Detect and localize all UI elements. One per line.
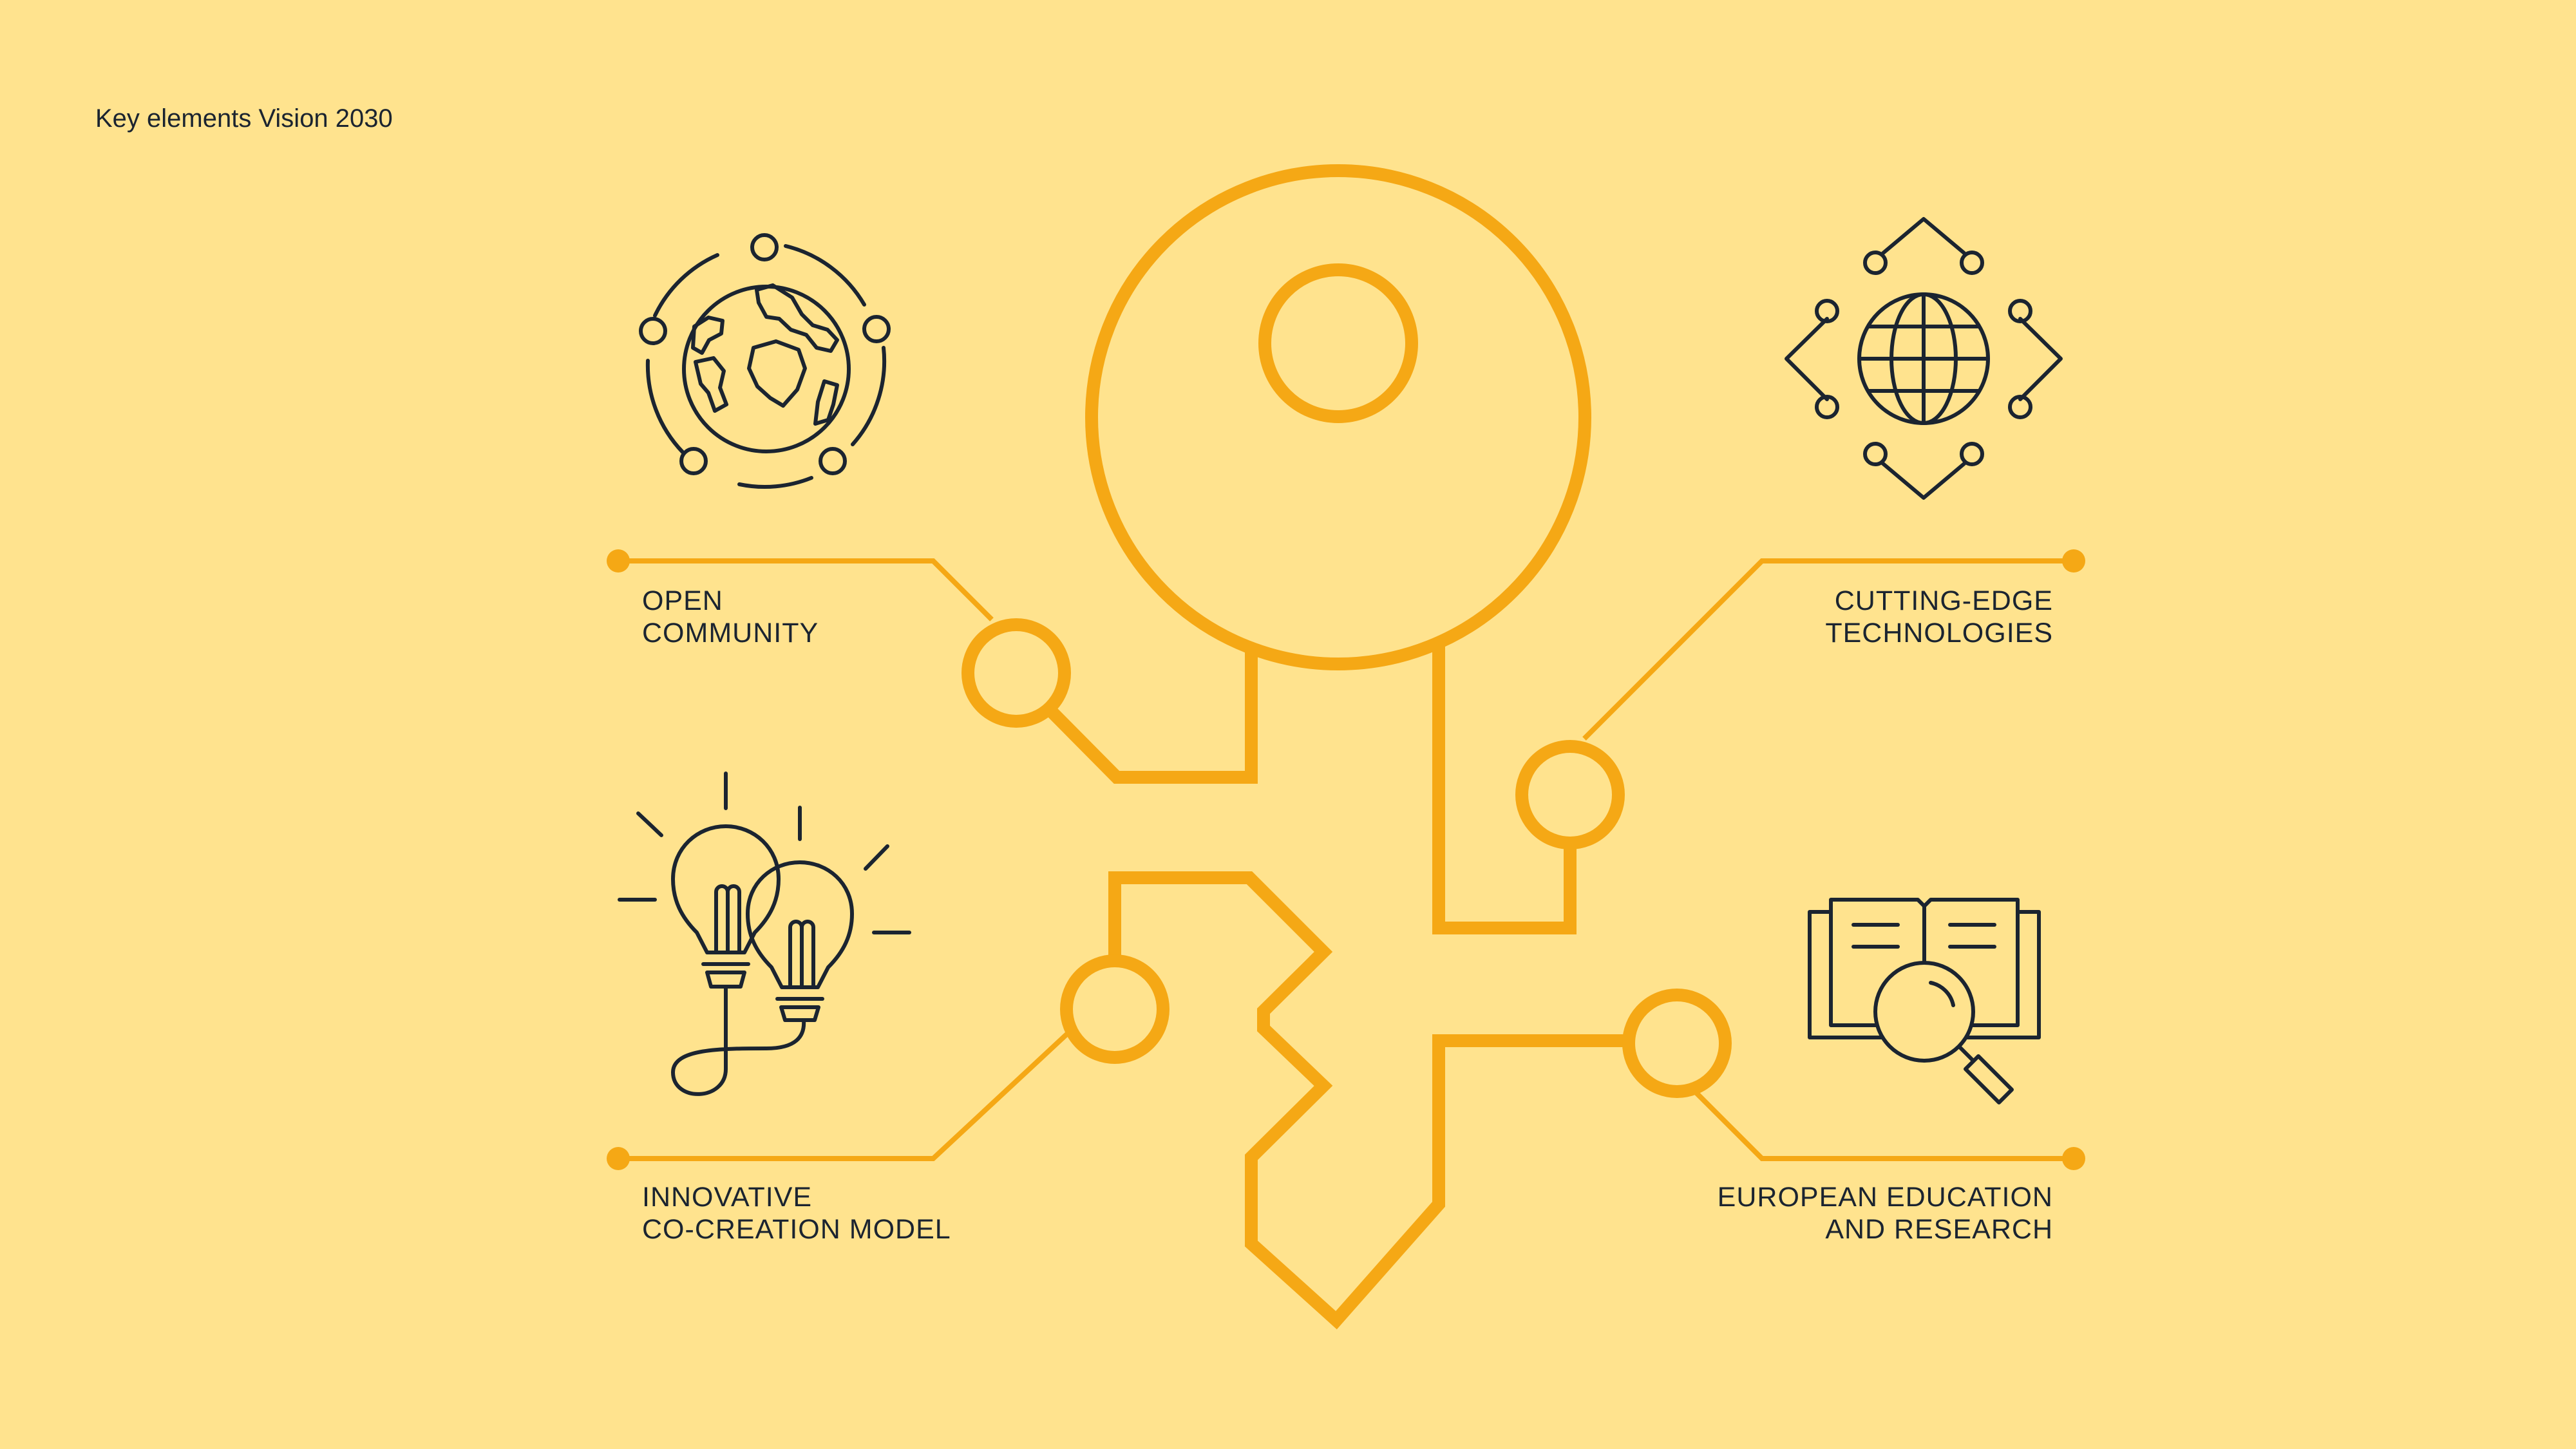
leader-open-community [618,558,994,621]
label-innovative-co-creation-model: INNOVATIVE CO-CREATION MODEL [642,1181,951,1245]
filament [800,920,815,989]
network-link-top [1881,217,1966,255]
bulb-right [746,860,854,989]
continent [691,316,724,355]
magnifier-neck [1957,1045,1975,1062]
orbit-arc [851,346,887,446]
bulb-left-cap [705,971,746,989]
magnifier-glint [1929,981,1955,1007]
label-open-community: OPEN COMMUNITY [642,585,819,649]
key-bow-hole [1258,263,1418,423]
node-open-community [961,618,1071,728]
node-education [1622,989,1732,1098]
key-shaft-right [1432,644,1577,934]
bulb-left [671,824,781,954]
book-page-right [1922,898,2020,1027]
network-link-right [2018,317,2063,401]
orbit-node [862,315,891,343]
leader-dot [607,1147,630,1170]
network-node [1863,442,1888,466]
network-globe-icon [1785,217,2063,500]
network-node [2008,299,2032,323]
leader-dot [607,549,630,573]
network-node [1960,251,1984,275]
label-line: EUROPEAN EDUCATION [1717,1182,2053,1213]
globe-orbit-icon [639,233,891,489]
lightbulbs-icon [618,772,911,1096]
orbit-node [679,447,708,475]
key-bit [1108,871,1624,1330]
orbit-arc [645,359,685,454]
ray [636,811,663,837]
continent [747,339,807,408]
leader-dot [2062,549,2085,573]
network-node [1863,251,1888,275]
connector-nodes [961,618,1732,1098]
bulb-right-cap [779,1005,820,1022]
node-cutting-edge [1515,740,1625,849]
label-line: COMMUNITY [642,618,819,649]
key-bow [1085,164,1591,670]
network-node [1815,395,1839,419]
orbit-arc [784,244,866,307]
ray [864,844,889,871]
leader-education [1693,1090,2074,1161]
book-magnifier-icon [1808,898,2041,1104]
leader-co-creation [618,1027,1074,1161]
label-line: INNOVATIVE [642,1182,813,1213]
label-line: OPEN [642,585,723,616]
network-node [1960,442,1984,466]
leader-dot [2062,1147,2085,1170]
magnifier-handle [1964,1054,2014,1104]
leader-lines [618,558,2074,1161]
node-co-creation [1060,954,1170,1064]
leader-cutting-edge [1582,558,2074,741]
continent [755,283,839,353]
orbit-node [639,317,667,345]
network-node [1815,299,1839,323]
orbit-node [819,447,847,475]
page-title: Key elements Vision 2030 [95,104,393,133]
orbit-arc [653,253,719,317]
filament [726,884,741,954]
cord [671,985,806,1096]
magnifier-lens [1873,961,1975,1063]
label-line: CUTTING-EDGE [1834,585,2053,616]
continent [813,379,839,426]
key-icon [1043,164,1624,1330]
label-european-education-and-research: EUROPEAN EDUCATION AND RESEARCH [1718,1181,2053,1245]
orbit-arc [737,476,813,489]
key-shaft-left [1043,644,1258,784]
label-line: CO-CREATION MODEL [642,1214,951,1245]
label-line: AND RESEARCH [1825,1214,2053,1245]
network-node [2008,395,2032,419]
orbit-node [750,233,779,261]
network-link-bottom [1881,462,1966,500]
label-line: TECHNOLOGIES [1825,618,2053,649]
label-cutting-edge-technologies: CUTTING-EDGE TECHNOLOGIES [1825,585,2053,649]
network-link-left [1785,317,1829,401]
continent [694,356,728,413]
leader-end-dots [607,549,2085,1170]
